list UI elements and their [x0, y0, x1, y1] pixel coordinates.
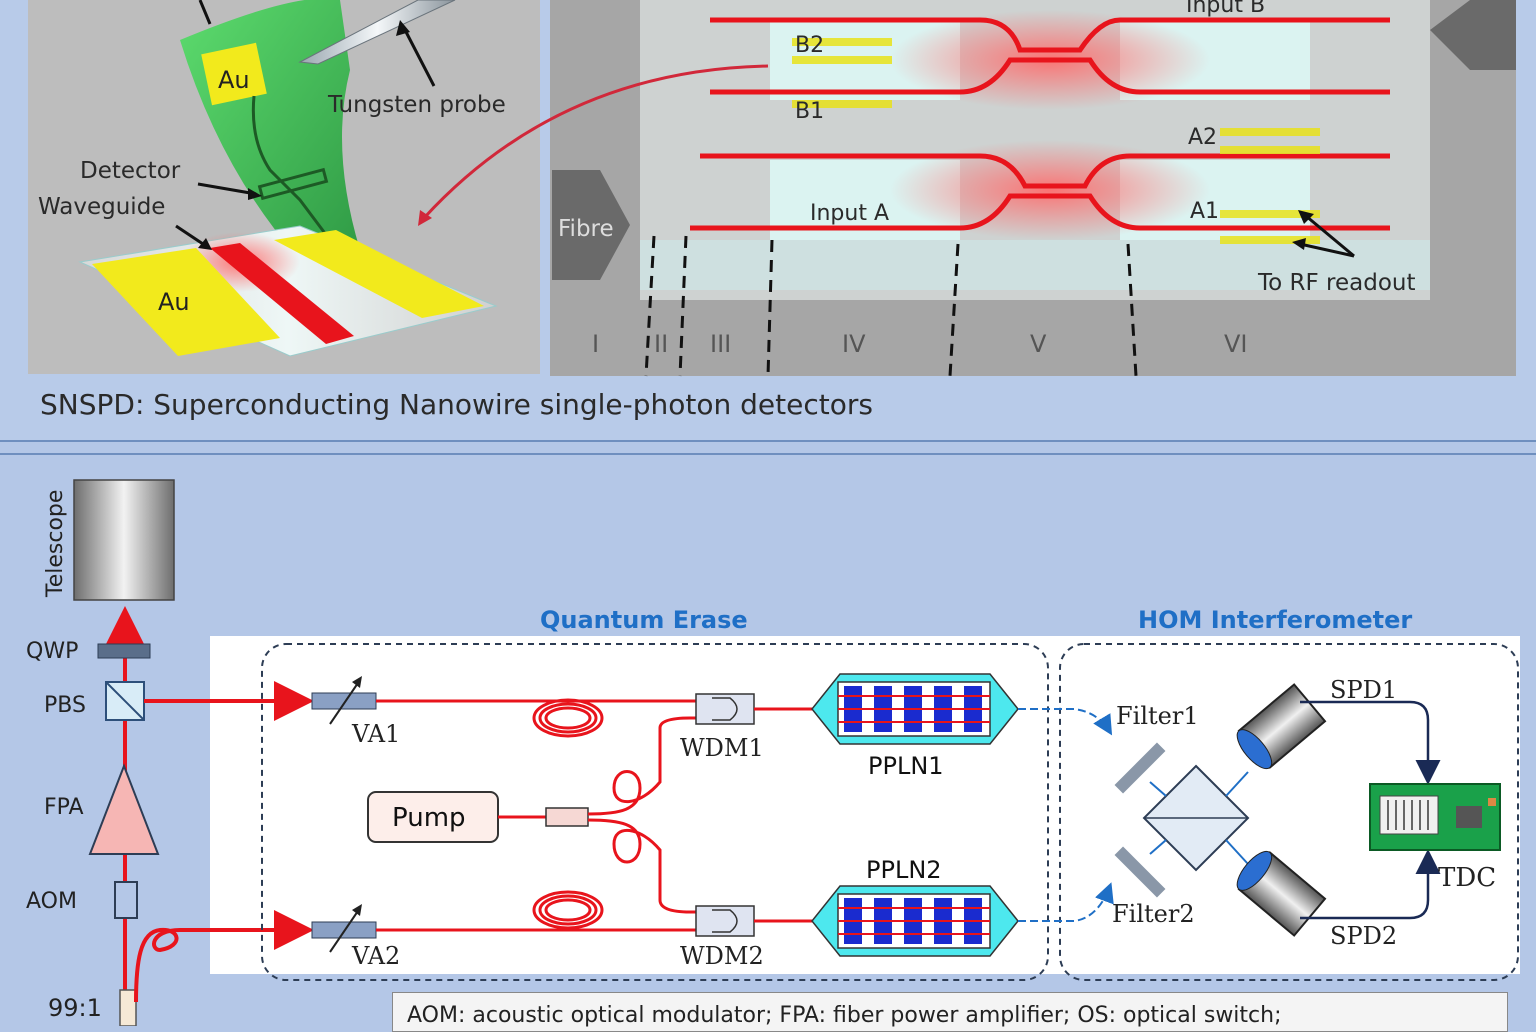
quantum-erase-title: Quantum Erase [540, 606, 748, 634]
wdm1-element [695, 693, 755, 725]
tdc-label: TDC [1438, 863, 1496, 893]
signal-path-1 [1018, 708, 1113, 736]
waveguide-chip: Au [78, 225, 498, 357]
filter2-element [1114, 846, 1166, 898]
top-figure: Au Au Tungsten probe Detector Waveguide [28, 0, 1516, 377]
photonic-circuit [640, 0, 1430, 300]
bottom-panel: Telescope QWP PBS FPA AOM 99:1 Quantum E… [0, 453, 1536, 1032]
abbreviation-legend: AOM: acoustic optical modulator; FPA: fi… [392, 992, 1508, 1032]
fibre-label: Fibre [558, 216, 614, 242]
flexible-detector-sheet: Au [180, 0, 360, 260]
tdc-board [1369, 783, 1501, 851]
b2-label: B2 [795, 33, 824, 58]
hom-box [1059, 643, 1519, 981]
ppln2-label: PPLN2 [866, 856, 942, 884]
aom-label: AOM [26, 889, 77, 914]
wdm2-label: WDM2 [680, 942, 764, 970]
fpa-label: FPA [44, 795, 84, 820]
spd2-detector [1236, 850, 1327, 937]
detector-label: Detector [80, 158, 181, 184]
pump-splitter [545, 807, 589, 827]
tungsten-probe [298, 0, 456, 65]
ppln2-crystal [811, 885, 1019, 957]
waveguide-arrow [175, 224, 207, 248]
spd1-detector [1236, 683, 1327, 770]
pump-upper-path [587, 716, 696, 816]
au-bottom-label: Au [158, 288, 190, 316]
pbs-label: PBS [44, 693, 86, 718]
section-label-1: I [592, 330, 599, 358]
filter1-label: Filter1 [1116, 702, 1199, 730]
fpa-amplifier [88, 763, 160, 855]
au-top-label: Au [218, 66, 250, 94]
quantum-erase-box [261, 643, 1049, 981]
snspd-caption: SNSPD: Superconducting Nanowire single-p… [40, 388, 873, 421]
filter1-element [1114, 742, 1166, 794]
beam-splitter [1142, 764, 1250, 872]
wdm1-label: WDM1 [680, 734, 764, 762]
section-label-2: II [654, 330, 668, 358]
top-arrow [198, 0, 212, 25]
fibre-connector [552, 170, 630, 280]
bottom-figure: Telescope QWP PBS FPA AOM 99:1 Quantum E… [26, 479, 1520, 1027]
filter2-label: Filter2 [1112, 900, 1195, 928]
waveguide-label: Waveguide [38, 194, 165, 220]
lower-fiber-coil [532, 890, 604, 930]
tungsten-probe-label: Tungsten probe [327, 92, 506, 118]
wdm2-element [695, 905, 755, 937]
right-connector [1430, 0, 1516, 70]
section-label-4: IV [842, 330, 866, 358]
ratio-label: 99:1 [48, 994, 102, 1022]
hom-title: HOM Interferometer [1138, 606, 1412, 634]
qwp-label: QWP [26, 639, 78, 664]
section-label-6: VI [1224, 330, 1248, 358]
input-b-label: Input B [1186, 0, 1265, 18]
legend-text: AOM: acoustic optical modulator; FPA: fi… [407, 1003, 1282, 1028]
lower-input-fiber [134, 910, 314, 1003]
detector-element [257, 167, 329, 201]
section-label-5: V [1030, 330, 1047, 358]
va2-label: VA2 [351, 942, 400, 970]
ppln1-crystal [811, 673, 1019, 745]
a2-label: A2 [1188, 125, 1217, 150]
detector-arrow [197, 182, 257, 196]
ppln1-label: PPLN1 [868, 752, 944, 780]
telescope [73, 479, 175, 601]
pump-lower-path [587, 818, 696, 914]
probe-arrow [402, 27, 436, 87]
top-panel: Au Au Tungsten probe Detector Waveguide [0, 0, 1536, 442]
input-a-label: Input A [810, 201, 889, 226]
va1-attenuator [311, 692, 377, 710]
pump-label: Pump [392, 803, 466, 833]
va1-label: VA1 [351, 720, 400, 748]
spd1-wire [1300, 700, 1441, 785]
rf-arrow-1 [1305, 214, 1355, 258]
spd2-label: SPD2 [1330, 922, 1397, 950]
rf-readout-label: To RF readout [1257, 270, 1416, 296]
qwp-element [97, 643, 151, 659]
section-label-3: III [710, 330, 731, 358]
b1-label: B1 [795, 99, 824, 124]
telescope-label: Telescope [43, 490, 68, 598]
link-arrow [422, 64, 769, 220]
aom-element [114, 881, 138, 919]
spd2-wire [1300, 849, 1441, 920]
spd1-label: SPD1 [1330, 676, 1397, 704]
a1-label: A1 [1190, 199, 1219, 224]
signal-path-2 [1018, 882, 1114, 922]
upper-fiber-coil [532, 698, 604, 738]
section-dividers [644, 235, 1138, 377]
coupler-99-1 [119, 989, 137, 1027]
rf-arrow-2 [1299, 242, 1355, 258]
